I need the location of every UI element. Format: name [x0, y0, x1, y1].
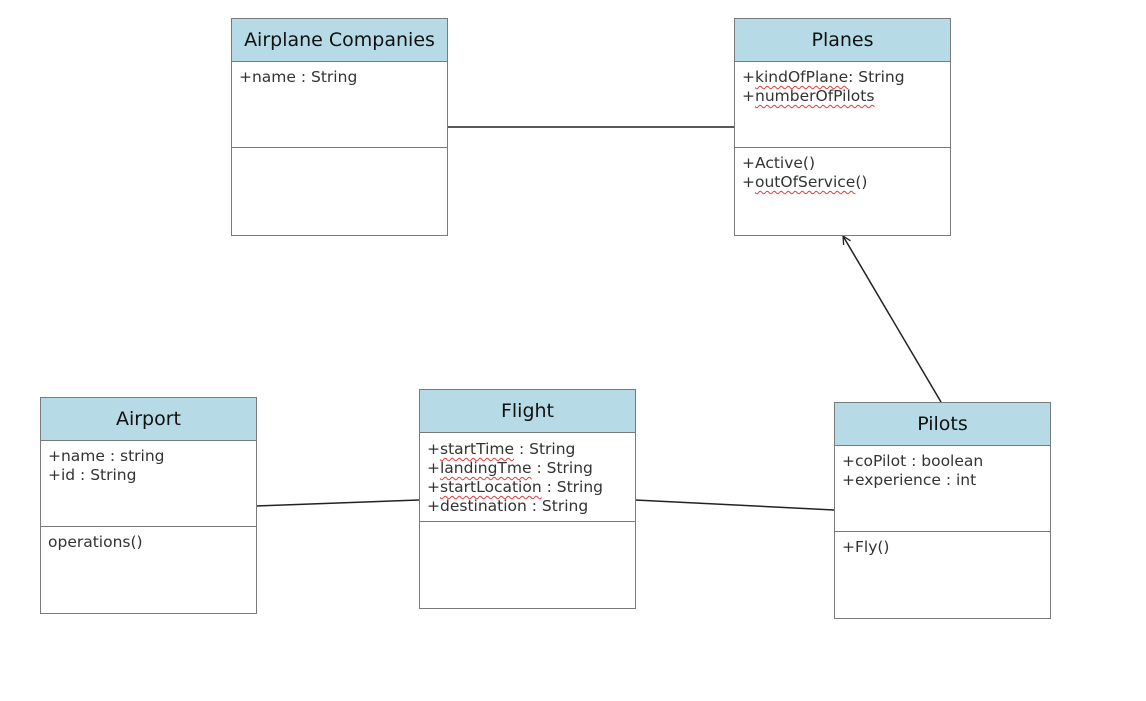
attribute: +experience : int: [842, 471, 977, 489]
operations-compartment: operations(): [41, 527, 256, 613]
operation: +Active(): [742, 154, 816, 172]
operation: operations(): [48, 533, 143, 551]
operations-compartment: +Fly(): [835, 532, 1050, 618]
attribute: +kindOfPlane: String: [742, 68, 905, 86]
attribute: +numberOfPilots: [742, 87, 875, 105]
attribute-text: startTime: [440, 440, 515, 458]
class-pilots[interactable]: Pilots +coPilot : boolean +experience : …: [834, 402, 1051, 619]
class-airport[interactable]: Airport +name : string +id : String oper…: [40, 397, 257, 614]
association-airport-flight[interactable]: [255, 499, 420, 507]
operations-compartment: +Active() +outOfService(): [735, 148, 950, 235]
class-name: Airport: [41, 398, 256, 441]
attribute: +destination : String: [427, 497, 589, 515]
class-flight[interactable]: Flight +startTime : String +landingTme :…: [419, 389, 636, 609]
attribute: +startLocation : String: [427, 478, 604, 496]
operations-compartment: [420, 522, 635, 608]
attributes-compartment: +name : String: [232, 62, 447, 148]
operations-compartment: [232, 148, 447, 235]
attributes-compartment: +startTime : String +landingTme : String…: [420, 433, 635, 522]
attribute: +landingTme : String: [427, 459, 593, 477]
association-flight-pilots[interactable]: [634, 499, 835, 511]
attribute-text: startLocation: [440, 478, 542, 496]
operation: +outOfService(): [742, 173, 868, 191]
attributes-compartment: +coPilot : boolean +experience : int: [835, 446, 1050, 532]
attribute: +coPilot : boolean: [842, 452, 984, 470]
attribute: +id : String: [48, 466, 137, 484]
class-name: Pilots: [835, 403, 1050, 446]
association-pilots-planes[interactable]: [843, 236, 942, 403]
attributes-compartment: +kindOfPlane: String +numberOfPilots: [735, 62, 950, 148]
class-name: Flight: [420, 390, 635, 433]
attribute: +name : String: [239, 68, 358, 86]
attribute: +startTime : String: [427, 440, 576, 458]
operation: +Fly(): [842, 538, 890, 556]
class-planes[interactable]: Planes +kindOfPlane: String +numberOfPil…: [734, 18, 951, 236]
attributes-compartment: +name : string +id : String: [41, 441, 256, 527]
attribute-text: numberOfPilots: [755, 87, 875, 105]
class-airplane-companies[interactable]: Airplane Companies +name : String: [231, 18, 448, 236]
operation-text: outOfService: [755, 173, 856, 191]
attribute-text: landingTme: [440, 459, 532, 477]
attribute-text: kindOfPlane: [755, 68, 849, 86]
class-name: Planes: [735, 19, 950, 62]
class-name: Airplane Companies: [232, 19, 447, 62]
attribute: +name : string: [48, 447, 165, 465]
